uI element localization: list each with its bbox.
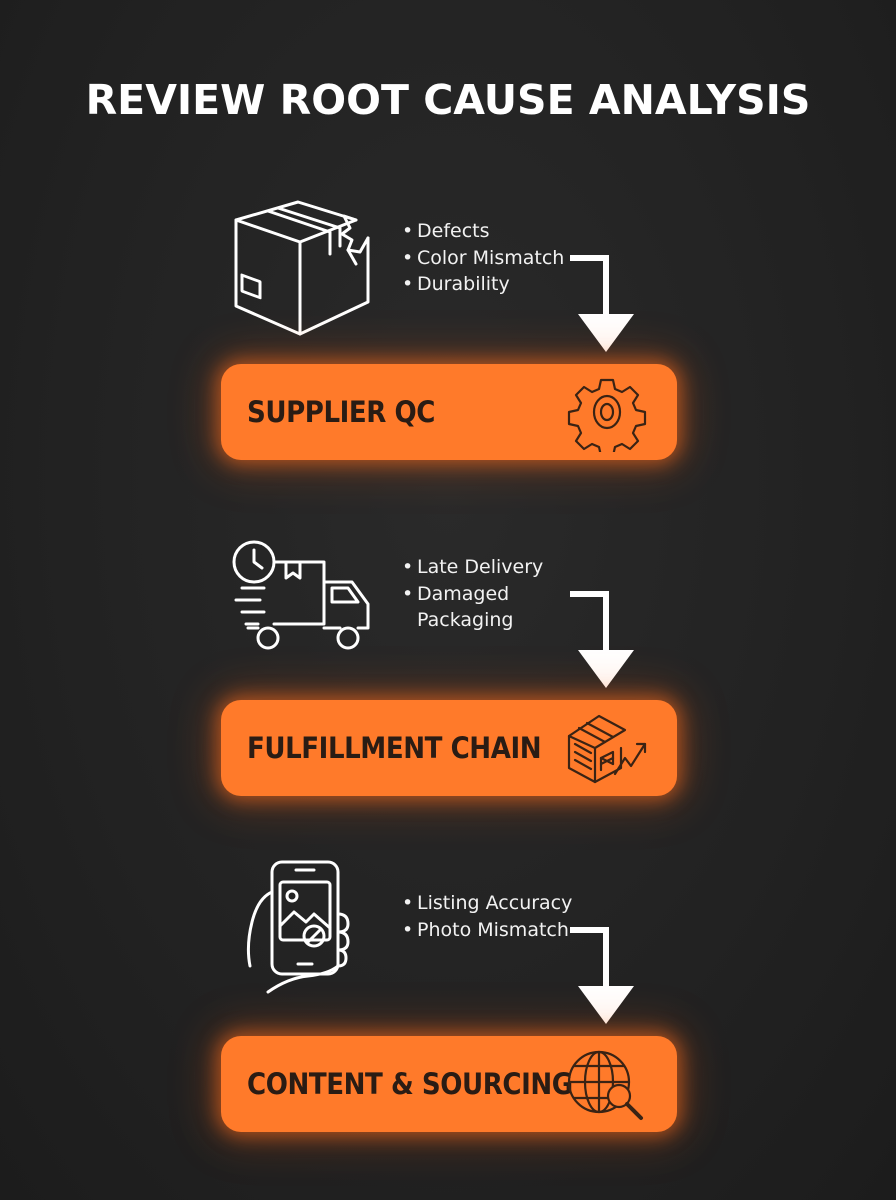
section-content-sourcing: •Listing Accuracy •Photo Mismatch CONTEN… <box>0 852 896 1152</box>
page-title: REVIEW ROOT CAUSE ANALYSIS <box>85 76 811 124</box>
content-sourcing-pill: CONTENT & SOURCING <box>221 1036 677 1132</box>
delivery-truck-clock-icon <box>232 540 370 650</box>
bullet-item: •Photo Mismatch <box>402 918 569 941</box>
bullet-item: •Color Mismatch <box>402 246 565 269</box>
bullet-list: •Late Delivery •Damaged Packaging <box>402 554 543 634</box>
bullet-item: •Listing Accuracy <box>402 892 573 914</box>
damaged-box-icon <box>234 200 370 336</box>
arrow-down-icon <box>570 591 634 688</box>
bullet-list: •Defects •Color Mismatch •Durability <box>402 218 564 298</box>
bullet-item: Packaging <box>417 609 514 631</box>
phone-photo-icon <box>246 860 350 994</box>
arrow-down-icon <box>570 255 634 352</box>
section-supplier-qc: •Defects •Color Mismatch •Durability SUP… <box>0 180 896 480</box>
pill-label: CONTENT & SOURCING <box>247 1067 573 1101</box>
fulfillment-chain-pill: FULFILLMENT CHAIN <box>221 700 677 796</box>
section-fulfillment-chain: •Late Delivery •Damaged Packaging FULFIL… <box>0 516 896 816</box>
bullet-item: •Defects <box>402 220 490 242</box>
globe-search-icon <box>567 1050 643 1120</box>
bullet-item: •Durability <box>402 273 510 295</box>
arrow-down-icon <box>570 927 634 1024</box>
pill-label: SUPPLIER QC <box>247 395 436 429</box>
warehouse-trend-icon <box>567 714 647 784</box>
bullet-item: •Damaged <box>402 582 510 605</box>
pill-label: FULFILLMENT CHAIN <box>247 731 542 765</box>
bullet-list: •Listing Accuracy •Photo Mismatch <box>402 890 572 943</box>
gear-icon <box>567 378 647 452</box>
supplier-qc-pill: SUPPLIER QC <box>221 364 677 460</box>
bullet-item: •Late Delivery <box>402 556 544 578</box>
